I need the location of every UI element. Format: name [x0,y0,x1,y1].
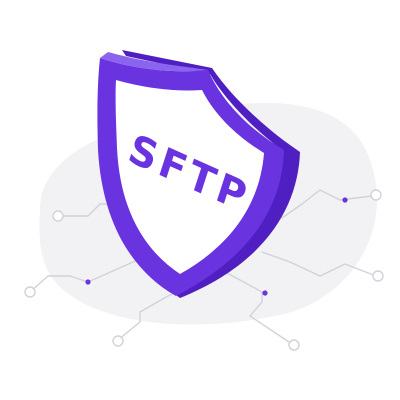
shield-inner-face [115,80,264,274]
circuit-dot [342,197,348,203]
circuit-node [370,189,382,201]
circuit-dots [85,197,348,296]
circuit-dot [262,290,268,296]
circuit-nodes [24,189,384,351]
circuit-node [52,210,64,222]
shield-highlight [100,52,208,72]
circuit-dot [85,279,91,285]
circuit-node [24,286,36,298]
shield-side [122,50,300,298]
circuit-node [372,270,384,282]
circuit-node [288,339,300,351]
circuit-node [112,335,124,347]
